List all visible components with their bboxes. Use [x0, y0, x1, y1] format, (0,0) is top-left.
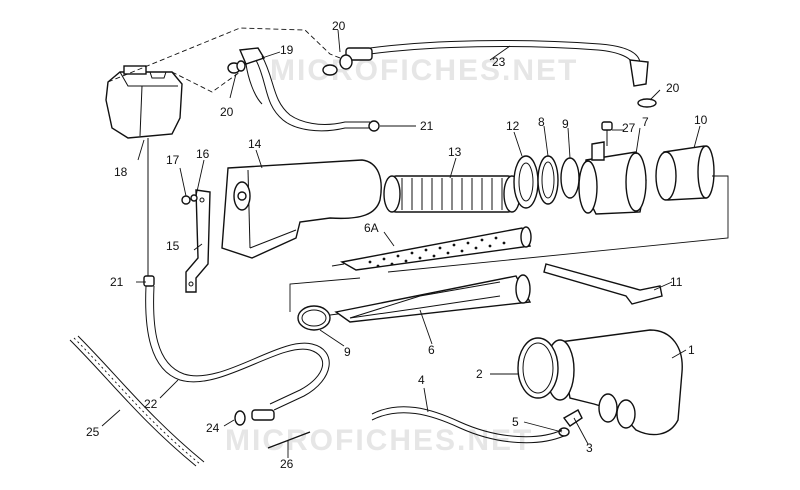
label-18: 18: [114, 165, 128, 179]
watermark-bottom: MICROFICHES.NET: [225, 424, 533, 457]
assembly-line-right: [387, 175, 729, 273]
label-9-bottom: 9: [344, 345, 351, 359]
part-13-filter-element: [383, 175, 521, 213]
label-17: 17: [166, 153, 180, 167]
leader-lines: [101, 29, 701, 458]
assembly-line-left: [289, 277, 361, 312]
label-2: 2: [476, 367, 483, 381]
part-21-fitting-lower: [143, 146, 155, 287]
label-21-top: 21: [420, 119, 434, 133]
label-13: 13: [448, 145, 462, 159]
part-7-filter-housing: [578, 141, 647, 215]
label-22: 22: [144, 397, 158, 411]
part-23-hose: [322, 40, 657, 108]
label-9-top: 9: [562, 117, 569, 131]
part-6-tube-assembly: [321, 274, 532, 323]
part-3-5-fittings: [558, 409, 583, 437]
part-19-hose-fitting: [227, 47, 370, 132]
label-8: 8: [538, 115, 545, 129]
part-15-bracket: [185, 189, 211, 293]
part-26-pin: [267, 431, 311, 449]
label-14: 14: [248, 137, 262, 151]
label-1: 1: [688, 343, 695, 357]
part-14-air-box: [221, 159, 382, 259]
part-27-screw: [601, 121, 613, 146]
label-11: 11: [670, 275, 683, 289]
label-10: 10: [694, 113, 708, 127]
part-16-17-washers: [181, 194, 198, 205]
label-19: 19: [280, 43, 294, 57]
label-3: 3: [586, 441, 593, 455]
part-2-hose-clamp: [517, 337, 559, 399]
label-23: 23: [492, 55, 506, 69]
label-21-left: 21: [110, 275, 124, 289]
label-27: 27: [622, 121, 636, 135]
assembly-dashed-lines: [107, 27, 346, 93]
label-20-right: 20: [666, 81, 680, 95]
label-6: 6: [428, 343, 435, 357]
part-21-fitting-upper: [345, 120, 380, 132]
part-11-rod: [543, 263, 663, 305]
label-24: 24: [206, 421, 220, 435]
label-4: 4: [418, 373, 425, 387]
callout-labels: 20 19 20 23 20 21 18 17 16 14 13 12 8 9 …: [86, 19, 708, 471]
label-20-left: 20: [220, 105, 234, 119]
part-6A-perforated-tube: [331, 226, 532, 271]
label-16: 16: [196, 147, 210, 161]
label-5: 5: [512, 415, 519, 429]
part-10-sleeve: [655, 145, 715, 201]
part-18-reservoir-tank: [105, 65, 183, 146]
watermark-top: MICROFICHES.NET: [270, 54, 578, 87]
part-24-fitting: [234, 409, 275, 426]
part-25-braided-hose: [69, 335, 205, 467]
label-7: 7: [642, 115, 649, 129]
label-15: 15: [166, 239, 180, 253]
part-4-tube: [371, 406, 565, 444]
label-25: 25: [86, 425, 100, 439]
part-22-hose: [145, 285, 330, 411]
part-1-intake-elbow: [545, 329, 683, 436]
label-26: 26: [280, 457, 294, 471]
part-12-8-9-rings: [513, 155, 580, 209]
label-20-top: 20: [332, 19, 346, 33]
label-6A: 6A: [364, 221, 379, 235]
label-12: 12: [506, 119, 520, 133]
